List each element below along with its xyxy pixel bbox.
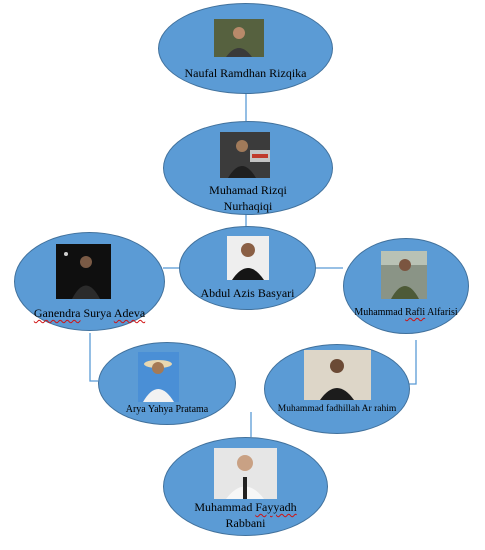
- label-rafli-last: Alfarisi: [425, 307, 458, 318]
- label-fayyadh: Muhammad Fayyadh Rabbani: [163, 499, 328, 531]
- person-photo-icon: [214, 19, 264, 57]
- person-photo-icon: [304, 350, 371, 400]
- connector-rafli-fadhillah: [407, 340, 417, 385]
- photo-fayyadh: [214, 448, 277, 499]
- person-photo-icon: [227, 236, 269, 280]
- person-photo-icon: [214, 448, 277, 499]
- label-fayyadh-middle: Fayyadh: [255, 500, 297, 514]
- person-photo-icon: [56, 244, 111, 299]
- label-abdul: Abdul Azis Basyari: [200, 286, 295, 300]
- person-photo-icon: [220, 132, 270, 178]
- label-ganendra-middle: Surya: [80, 306, 114, 320]
- connector-ganendra-arya: [89, 333, 98, 382]
- label-rafli-middle: Rafli: [405, 307, 426, 318]
- label-ganendra-first: Ganendra: [33, 306, 81, 320]
- label-line1: Muhamad Rizqi: [209, 183, 287, 197]
- person-photo-icon: [381, 251, 427, 299]
- label-rafli-first: Muhammad: [354, 307, 406, 318]
- label-ganendra: Ganendra Surya Adeva: [14, 305, 165, 321]
- label-muhamad-rizqi: Muhamad Rizqi Nurhaqiqi: [163, 182, 333, 214]
- photo-naufal: [214, 19, 264, 57]
- label-line2: Nurhaqiqi: [223, 199, 273, 214]
- photo-fadhillah: [304, 350, 371, 400]
- label-arya: Arya Yahya Pratama: [125, 404, 209, 415]
- label-fayyadh-first: Muhammad: [194, 500, 256, 514]
- label-fayyadh-line2: Rabbani: [225, 516, 266, 531]
- person-photo-icon: [138, 352, 179, 402]
- photo-arya: [138, 352, 179, 402]
- label-ganendra-last: Adeva: [113, 306, 146, 320]
- label-rafli: Muhammad Rafli Alfarisi: [343, 306, 469, 320]
- photo-abdul: [227, 236, 269, 280]
- label-naufal: Naufal Ramdhan Rizqika: [184, 66, 307, 80]
- photo-muhamad-rizqi: [220, 132, 270, 178]
- photo-ganendra: [56, 244, 111, 299]
- label-fadhillah: Muhammad fadhillah Ar rahim: [277, 404, 397, 414]
- photo-rafli: [381, 251, 427, 299]
